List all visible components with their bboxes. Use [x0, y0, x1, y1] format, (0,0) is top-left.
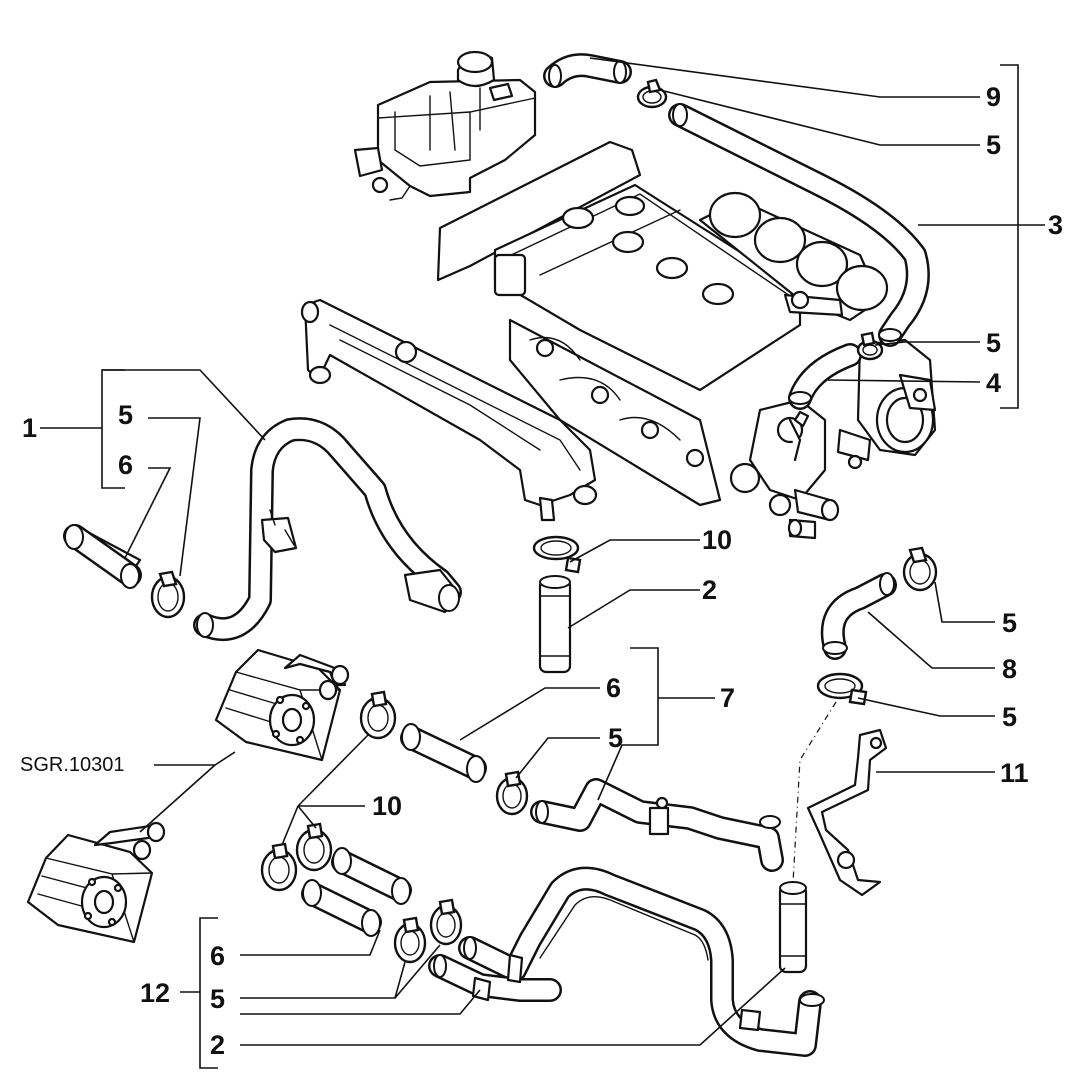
hose-clamp-icon [429, 898, 463, 946]
hose-clamp-icon [495, 770, 529, 816]
hose-9 [543, 53, 632, 88]
callout-3: 3 [1048, 210, 1063, 240]
engine-head-icon [436, 140, 889, 507]
hose-clamp-icon [260, 842, 298, 892]
oil-cooler-icon [26, 821, 166, 944]
expansion-tank-icon [353, 50, 537, 201]
hose-2-upper [538, 575, 572, 674]
pipe-7 [530, 778, 784, 872]
hose-6-left [63, 524, 142, 589]
callout-5: 5 [986, 130, 1001, 160]
drawing-code: SGR.10301 [20, 754, 125, 776]
callout-4: 4 [986, 368, 1001, 398]
callout-5: 5 [118, 400, 133, 430]
callout-6: 6 [118, 450, 133, 480]
hose-clamp-icon [150, 570, 186, 619]
callout-5: 5 [210, 984, 225, 1014]
hose-2-lower [778, 881, 808, 974]
callout-2: 2 [210, 1030, 225, 1060]
hose-clamp-icon [636, 78, 668, 109]
callout-1: 1 [22, 413, 37, 443]
hose-clamp-icon [816, 672, 868, 706]
hose-6-center [400, 723, 487, 783]
pipe-12 [428, 866, 825, 1057]
callout-5: 5 [986, 328, 1001, 358]
hose-8 [820, 572, 897, 660]
hose-clamp-icon [902, 546, 938, 592]
hose-4 [788, 343, 862, 410]
callout-11: 11 [1000, 758, 1029, 788]
intake-manifold-icon [300, 298, 598, 522]
hose-clamp-icon [393, 916, 427, 964]
callout-5: 5 [1002, 702, 1017, 732]
callout-12: 12 [140, 978, 170, 1008]
hose-clamp-icon [532, 535, 582, 574]
hose-clamp-icon [295, 822, 333, 872]
callout-2: 2 [702, 575, 717, 605]
callout-8: 8 [1002, 654, 1017, 684]
callout-7: 7 [720, 683, 735, 713]
oil-cooler-icon [214, 648, 350, 762]
hose-1 [193, 417, 462, 641]
hose-3 [668, 103, 930, 347]
throttle-body-icon [729, 338, 937, 540]
bracket-icon [806, 728, 888, 897]
hose-6-bottom [301, 847, 412, 937]
callout-6: 6 [606, 673, 621, 703]
callout-10: 10 [702, 525, 732, 555]
callout-5: 5 [1002, 608, 1017, 638]
hose-clamp-icon [359, 690, 397, 740]
leader-lines [40, 57, 1045, 1069]
callout-labels: 9 5 3 5 4 1 5 6 10 2 5 8 5 11 6 7 5 10 S… [20, 82, 1063, 1060]
callout-9: 9 [986, 82, 1001, 112]
callout-10: 10 [372, 791, 402, 821]
callout-6: 6 [210, 941, 225, 971]
callout-5: 5 [608, 723, 623, 753]
